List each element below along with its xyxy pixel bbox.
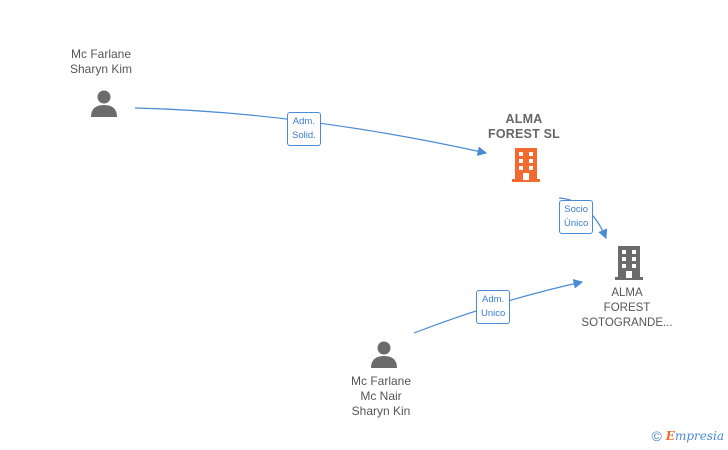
company-main-name-line1: ALMA (505, 112, 543, 126)
company-sub-name[interactable]: ALMA FOREST SOTOGRANDE... (572, 286, 682, 331)
company-main-name-line2: FOREST SL (488, 127, 560, 141)
person-top-name-line1: Mc Farlane (70, 47, 132, 61)
brand-wordmark: Empresia (666, 429, 724, 443)
building-icon[interactable] (510, 148, 542, 182)
edge-label-line1: Adm. (482, 294, 505, 305)
brand-initial: E (665, 429, 675, 443)
company-sub-name-line1: ALMA (611, 287, 643, 299)
edge-label-adm-solid[interactable]: Adm. Solid. (287, 112, 321, 146)
person-top-name-line2: Sharyn Kim (69, 62, 133, 76)
empresia-logo[interactable]: © Empresia (651, 428, 724, 444)
person-bottom-name-line1: Mc Farlane (350, 374, 412, 388)
company-sub-name-line2: FOREST (603, 302, 651, 314)
company-main-name[interactable]: ALMA FOREST SL (474, 112, 574, 142)
person-bottom-name-line3: Sharyn Kin (351, 404, 411, 418)
person-bottom-name[interactable]: Mc Farlane Mc Nair Sharyn Kin (331, 374, 431, 419)
person-top-name[interactable]: Mc Farlane Sharyn Kim (51, 47, 151, 77)
building-icon[interactable] (613, 246, 645, 280)
edge-label-line2: Único (564, 218, 589, 229)
edge-label-line2: Unico (481, 308, 506, 319)
edge-label-socio-unico[interactable]: Socio Único (559, 200, 594, 234)
copyright-icon: © (651, 428, 662, 444)
company-sub-name-line3: SOTOGRANDE... (581, 317, 673, 329)
person-icon[interactable] (89, 88, 119, 118)
edge-label-line1: Socio (564, 204, 589, 215)
edge-label-line2: Solid. (292, 130, 316, 141)
edge-label-line1: Adm. (292, 116, 315, 127)
edge-label-adm-unico[interactable]: Adm. Unico (476, 290, 511, 324)
brand-rest: mpresia (674, 429, 724, 443)
person-icon[interactable] (369, 339, 399, 369)
person-bottom-name-line2: Mc Nair (360, 389, 402, 403)
